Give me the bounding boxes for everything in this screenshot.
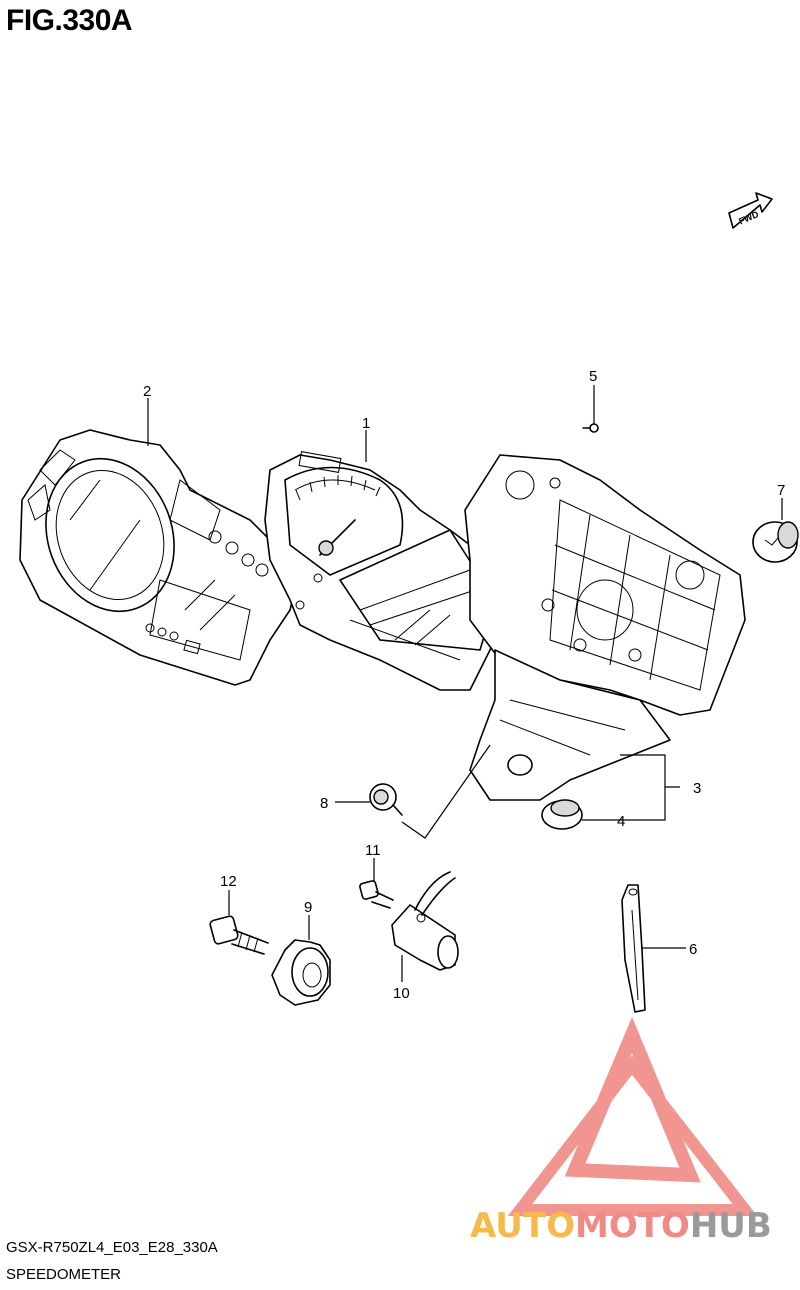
callout-2: 2 xyxy=(143,383,151,400)
screw-11-part xyxy=(359,880,394,909)
meter-assembly-part xyxy=(264,451,506,691)
watermark-text: AUTOMOTOHUB xyxy=(470,1206,772,1246)
fwd-arrow-icon: FWD xyxy=(728,192,773,229)
callout-6: 6 xyxy=(689,941,697,958)
callout-11: 11 xyxy=(365,842,381,859)
figure-name: SPEEDOMETER xyxy=(6,1266,122,1283)
screw-part xyxy=(582,423,599,433)
meter-cover-part xyxy=(19,429,301,686)
callout-8: 8 xyxy=(320,795,328,812)
callout-4: 4 xyxy=(617,813,625,830)
model-code: GSX-R750ZL4_E03_E28_330A xyxy=(6,1239,218,1256)
sensor-part xyxy=(391,871,459,971)
watermark-auto: AUTO xyxy=(470,1206,575,1246)
cushion-part xyxy=(752,521,799,563)
bolt-12-part xyxy=(209,915,269,955)
callout-12: 12 xyxy=(220,873,237,890)
bolt-part xyxy=(369,783,403,816)
watermark-hub: HUB xyxy=(689,1206,772,1246)
callout-10: 10 xyxy=(393,985,410,1002)
band-part xyxy=(621,884,646,1013)
callout-7: 7 xyxy=(777,482,785,499)
callout-3: 3 xyxy=(693,780,701,797)
rubber-mount-part xyxy=(271,939,331,1006)
callout-1: 1 xyxy=(362,415,370,432)
grommet-part xyxy=(541,799,583,830)
meter-housing-part xyxy=(464,454,746,801)
leader-lines xyxy=(147,385,783,982)
callout-5: 5 xyxy=(589,368,597,385)
triangle-logo-icon xyxy=(507,1016,758,1216)
callout-9: 9 xyxy=(304,899,312,916)
watermark-moto: MOTO xyxy=(574,1206,690,1246)
figure-title: FIG.330A xyxy=(6,4,133,37)
